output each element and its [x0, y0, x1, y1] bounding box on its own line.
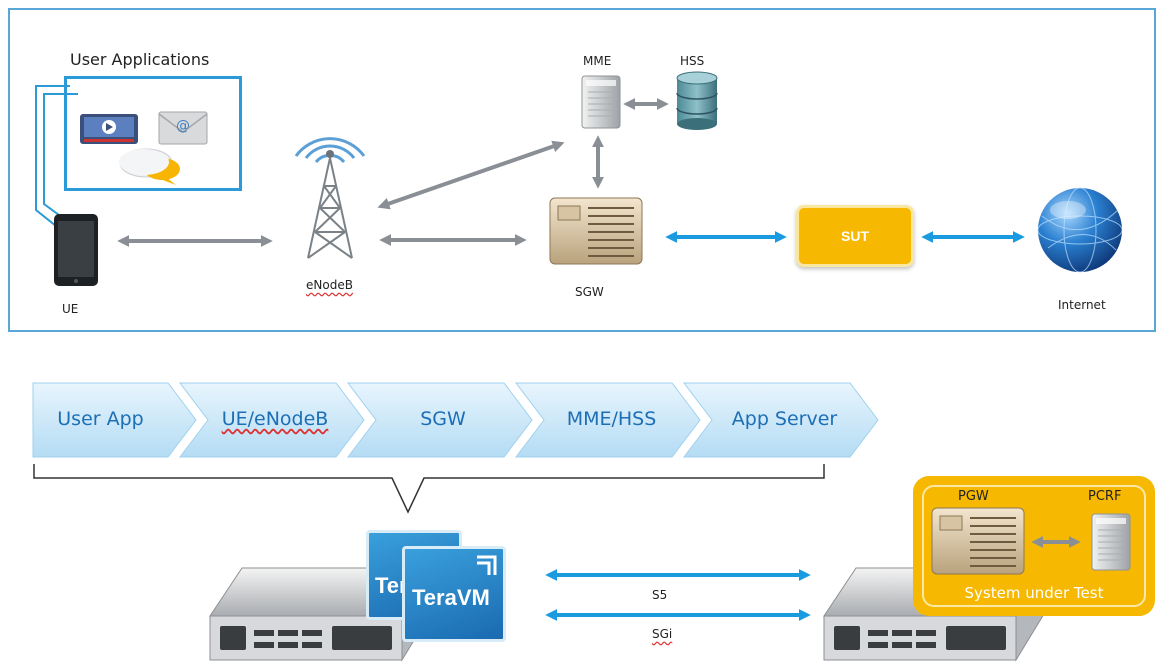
cell-tower-icon: [294, 137, 366, 259]
flow-step-label: UE/eNodeB: [221, 408, 329, 430]
internet-label: Internet: [1058, 298, 1106, 312]
server-icon: [1091, 513, 1131, 571]
teravm-card: TeraVM: [402, 546, 506, 642]
chevron-step-5: [682, 382, 879, 458]
system-under-test-label: System under Test: [964, 584, 1104, 602]
flow-chevrons: [32, 382, 879, 458]
flow-brace: [33, 464, 825, 514]
sut-box: SUT: [796, 205, 914, 267]
chevron-step-1: [32, 382, 197, 458]
flow-step-label: User App: [57, 408, 144, 430]
sgw-label: SGW: [575, 285, 604, 299]
globe-icon: [1037, 187, 1123, 273]
top-connections: [117, 98, 1025, 247]
network-diagram-frame: [8, 8, 1156, 332]
teravm-logo-icon: [477, 555, 497, 575]
server-icon: [931, 507, 1025, 575]
email-icon: @: [158, 111, 208, 145]
chevron-step-4: [514, 382, 701, 458]
enodeb-label: eNodeB: [306, 278, 353, 292]
chevron-step-3: [346, 382, 533, 458]
enodeb-mme-arrow: [377, 140, 565, 210]
pgw-label: PGW: [958, 489, 989, 504]
pcrf-label: PCRF: [1088, 489, 1122, 504]
user-applications-label: User Applications: [70, 50, 210, 69]
smartphone-icon: [54, 214, 98, 286]
flow-step-label: App Server: [731, 408, 838, 430]
sgi-label: SGi: [652, 627, 673, 641]
chevron-step-2: [178, 382, 365, 458]
database-icon: [676, 71, 718, 130]
server-icon: [549, 197, 643, 265]
s5-label: S5: [652, 588, 668, 602]
server-icon: [581, 75, 621, 129]
video-player-icon: [80, 114, 138, 144]
ue-label: UE: [62, 302, 79, 316]
flow-step-label: MME/HSS: [566, 408, 657, 430]
system-under-test-inner-border: [922, 485, 1146, 607]
mme-label: MME: [583, 54, 612, 68]
bottom-connections: [545, 569, 811, 621]
pgw-pcrf-arrow: [1031, 536, 1081, 548]
svg-text:@: @: [176, 118, 190, 134]
teravm-label: TeraVM: [412, 585, 490, 610]
sut-label: SUT: [841, 228, 869, 244]
user-applications-box: [64, 76, 242, 191]
chat-bubbles-icon: [119, 148, 180, 185]
hss-label: HSS: [680, 54, 705, 68]
flow-step-label: SGW: [420, 408, 466, 430]
